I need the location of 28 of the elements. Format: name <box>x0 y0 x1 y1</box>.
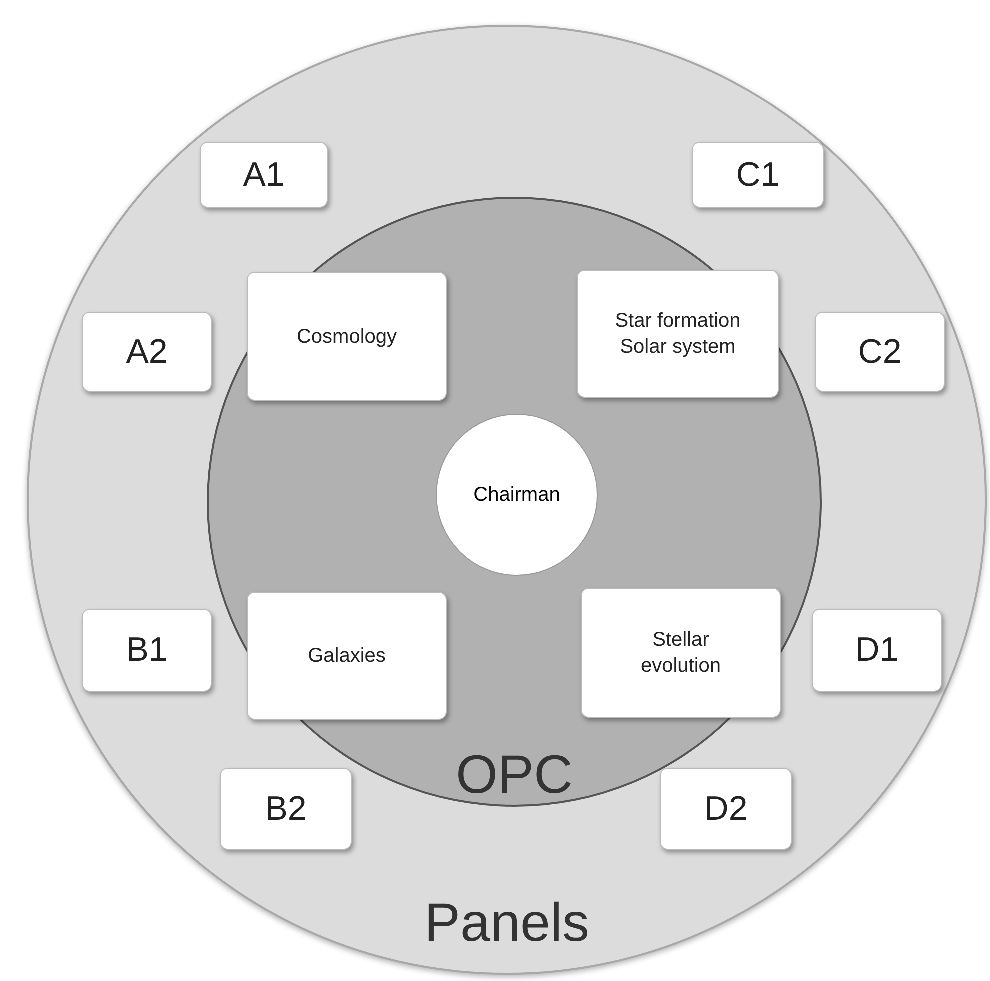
box-label: Solar system <box>620 335 736 360</box>
box-label: D2 <box>704 790 748 828</box>
box-label: Galaxies <box>308 644 386 669</box>
box-label: D1 <box>855 631 899 670</box>
box-label: Cosmology <box>296 324 398 350</box>
box-label: C1 <box>736 156 780 194</box>
rounded-box <box>660 768 792 850</box>
rounded-box <box>577 270 779 398</box>
rounded-box <box>581 588 781 718</box>
rounded-box <box>200 142 328 208</box>
box-label: A1 <box>243 156 285 194</box>
box-label: B1 <box>126 631 168 670</box>
circle-label: Chairman <box>474 483 560 508</box>
rounded-box <box>82 312 212 392</box>
rounded-box <box>220 768 352 850</box>
rounded-box <box>247 592 447 720</box>
box-label: Stellar evolution <box>640 628 722 679</box>
box-label: C2 <box>858 332 902 372</box>
rounded-box <box>82 609 212 692</box>
circle-title: OPC <box>454 744 574 806</box>
rounded-box <box>692 142 824 208</box>
rounded-box <box>812 609 942 692</box>
box-label: Star formation <box>615 309 741 334</box>
circle-title: Panels <box>423 892 591 954</box>
rounded-box <box>247 272 447 401</box>
box-label: A2 <box>126 332 168 372</box>
rounded-box <box>815 312 945 392</box>
box-label: B2 <box>265 790 307 828</box>
